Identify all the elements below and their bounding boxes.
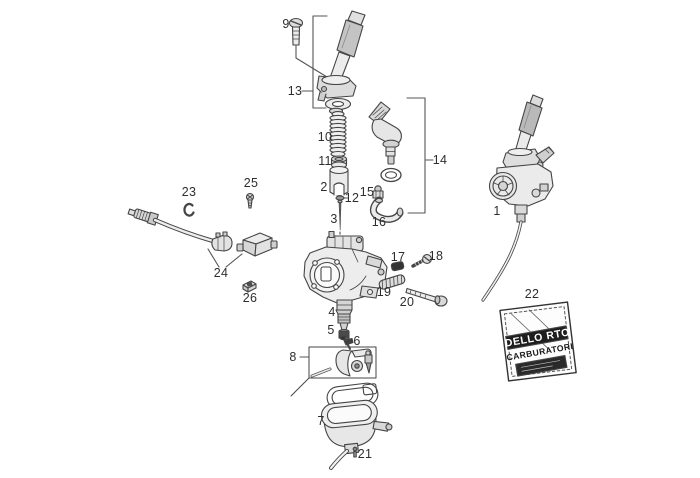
part-26-retaining-clip <box>242 280 257 293</box>
carburetor-body <box>303 230 388 311</box>
part-22-brand-sticker: DELLO RTO CARBURATORI <box>499 301 577 382</box>
part-21-vent-pin <box>352 446 358 458</box>
part-5-main-jet <box>338 328 350 341</box>
part-label-22: 22 <box>524 287 540 301</box>
part-label-3: 3 <box>330 212 338 226</box>
part-label-26: 26 <box>242 291 258 305</box>
callout-lines <box>207 15 434 358</box>
part-label-4: 4 <box>328 305 336 319</box>
part-3-jet-needle <box>337 199 343 231</box>
part-label-5: 5 <box>327 323 335 337</box>
part-label-24: 24 <box>213 266 229 280</box>
part-label-16: 16 <box>371 215 387 229</box>
part-19-adjuster-spring <box>378 274 406 290</box>
part-label-23: 23 <box>181 185 197 199</box>
part-label-7: 7 <box>317 414 325 428</box>
part-9-screw <box>288 17 304 46</box>
part-6-idle-jet <box>343 335 354 350</box>
part-24-heater-cable-assembly <box>127 208 278 257</box>
part-4-jet-holder <box>335 309 353 331</box>
part-label-25: 25 <box>243 176 259 190</box>
part-label-15: 15 <box>359 185 375 199</box>
part-label-20: 20 <box>399 295 415 309</box>
part-label-1: 1 <box>493 204 501 218</box>
part-1-complete-carburetor <box>481 94 555 302</box>
part-8-float-group-box <box>290 346 377 397</box>
part-label-14: 14 <box>432 153 448 167</box>
part-14-choke-elbow <box>368 101 402 165</box>
part-20-air-screw <box>405 287 448 307</box>
part-16-fuel-pipe <box>369 196 404 223</box>
part-18-idle-screw <box>411 254 432 268</box>
part-label-11: 11 <box>318 154 332 168</box>
part-label-2: 2 <box>320 180 328 194</box>
choke-o-ring <box>380 167 402 183</box>
part-12-needle-clip <box>335 195 345 201</box>
part-label-13: 13 <box>287 84 303 98</box>
part-label-8: 8 <box>289 350 297 364</box>
part-label-12: 12 <box>344 191 360 205</box>
part-10-throttle-spring <box>329 111 347 158</box>
part-label-18: 18 <box>428 249 444 263</box>
part-label-9: 9 <box>282 17 290 31</box>
part-label-6: 6 <box>353 334 361 348</box>
part-13-cable-adjuster-assembly <box>316 10 366 115</box>
part-label-17: 17 <box>390 250 406 264</box>
part-label-19: 19 <box>376 285 392 299</box>
part-2-throttle-slide <box>329 165 349 196</box>
part-label-10: 10 <box>317 130 333 144</box>
part-23-clip-ring <box>183 202 195 217</box>
part-25-screw <box>245 192 255 209</box>
part-label-21: 21 <box>357 447 373 461</box>
part-17-spring-cap <box>390 261 405 272</box>
